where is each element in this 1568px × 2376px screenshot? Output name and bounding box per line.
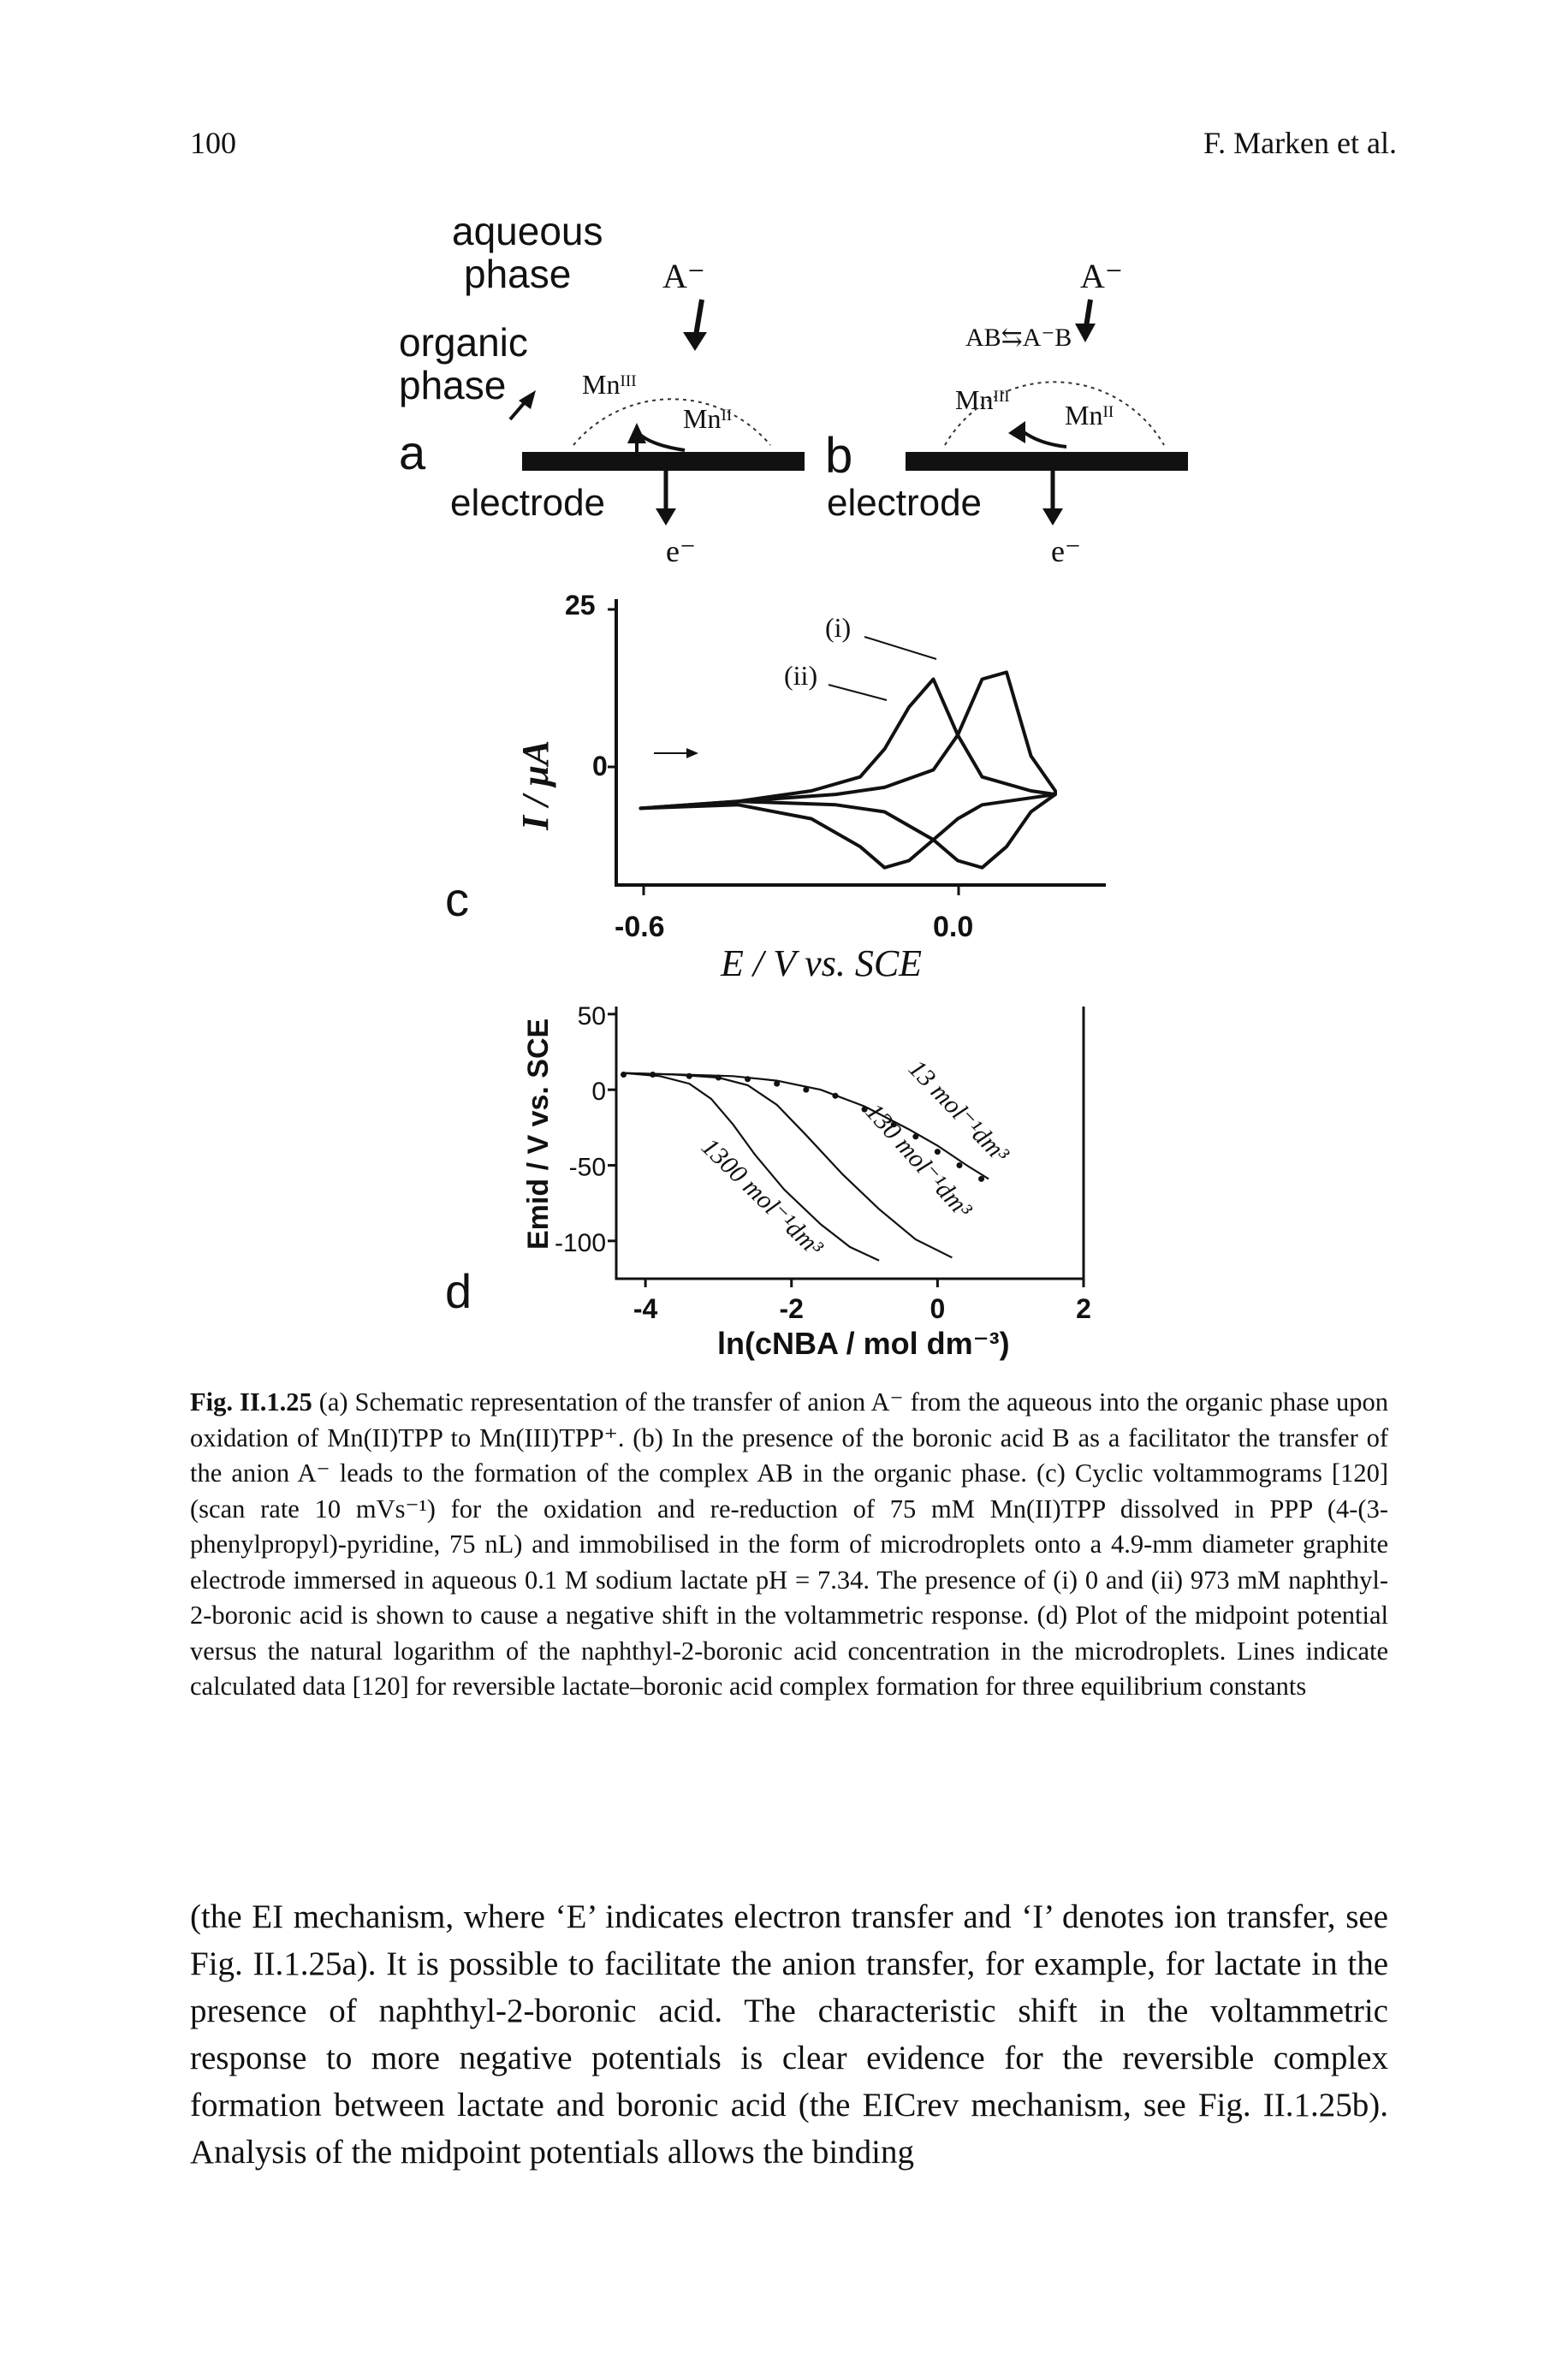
panel-b-label: b (825, 428, 852, 484)
panel-c-label: c (445, 872, 469, 926)
xtick-00: 0.0 (933, 911, 973, 943)
data-point (745, 1076, 751, 1083)
panel-c: c 25 0 -0.6 0.0 E / V vs. SCE I / μA (i)… (445, 590, 1106, 984)
data-point (861, 1106, 868, 1113)
data-point (686, 1072, 692, 1079)
electrode-label-a: electrode (450, 482, 605, 524)
panel-d-xticks: -4 -2 0 2 (633, 1279, 1091, 1324)
curve-label-i: (i) (825, 612, 851, 643)
panel-a-label: a (399, 425, 426, 479)
calc-line-1 (623, 1072, 989, 1180)
ytick-label: 50 (578, 1002, 606, 1031)
xtick-label: -2 (780, 1293, 804, 1324)
cv-series-1 (638, 670, 1057, 870)
data-point (650, 1072, 656, 1078)
xtick-label: 2 (1076, 1293, 1091, 1324)
ytick-label: -50 (569, 1154, 606, 1182)
redox-arrow-b (1017, 426, 1067, 448)
data-point (803, 1086, 810, 1093)
xtick-neg06: -0.6 (615, 911, 665, 943)
data-point (934, 1149, 941, 1155)
electrode-label-b: electrode (827, 482, 982, 524)
data-point (774, 1080, 781, 1087)
panel-d-yticks: 50 0 -50 -100 (555, 1002, 616, 1257)
mn2-label-b: Mnᴵᴵ (1065, 400, 1114, 431)
figure: aqueous phase organic phase a electrode … (399, 209, 1188, 1361)
electrode-bar-b (906, 452, 1188, 471)
data-point (890, 1121, 897, 1128)
data-point (978, 1175, 985, 1182)
anion-arrowhead-a (683, 332, 707, 351)
panel-d-xlabel: ln(cNBA / mol dm⁻³) (717, 1326, 1010, 1361)
phase-label-1: phase (464, 252, 571, 296)
cv-series-2 (638, 677, 1057, 870)
ytick-label: -100 (555, 1229, 606, 1257)
ytick-label: 0 (591, 1078, 606, 1106)
panel-d-curves (621, 1072, 989, 1262)
data-point (715, 1074, 722, 1081)
body-paragraph: (the EI mechanism, where ‘E’ indicates e… (190, 1898, 1388, 2171)
panel-a: aqueous phase organic phase a electrode … (399, 209, 805, 568)
panel-d-axes (615, 1007, 1085, 1280)
data-point (956, 1162, 963, 1168)
data-point (832, 1092, 839, 1099)
calc-line-2 (623, 1072, 953, 1259)
curve-label-ii: (ii) (784, 660, 817, 691)
organic-label: organic (399, 320, 528, 365)
aqueous-label: aqueous (452, 209, 603, 253)
panel-d-label: d (445, 1264, 472, 1318)
ytick-0: 0 (592, 751, 608, 781)
droplet-b (944, 381, 1165, 446)
xtick-label: 0 (930, 1293, 945, 1324)
page-number: 100 (190, 126, 236, 160)
figure-number: Fig. II.1.25 (190, 1387, 312, 1417)
caption-text: (a) Schematic representation of the tran… (190, 1387, 1389, 1701)
anion-label-b: A⁻ (1080, 257, 1123, 295)
running-head: F. Marken et al. (1203, 126, 1397, 160)
electron-label-a: e⁻ (666, 534, 696, 568)
panel-c-axes (615, 599, 1106, 887)
data-point (912, 1133, 919, 1140)
complex-label-b: AB⇆A⁻B (965, 324, 1072, 352)
electrode-bar-a (522, 452, 805, 471)
mn2-label-a: Mnᴵᴵ (683, 403, 732, 434)
calc-line-3 (623, 1072, 880, 1262)
droplet-a (573, 398, 771, 446)
line-label-1300: 1300 mol⁻¹dm³ (696, 1132, 829, 1262)
mn3-label-a: Mnᴵᴵᴵ (582, 369, 637, 400)
cv-curves (638, 670, 1057, 870)
panel-d-ylabel: Emid / V vs. SCE (522, 1019, 555, 1250)
panel-b: b electrode A⁻ AB⇆A⁻B Mnᴵᴵᴵ Mnᴵᴵ e⁻ (825, 257, 1188, 568)
anion-label-a: A⁻ (662, 257, 705, 295)
electron-label-b: e⁻ (1051, 534, 1081, 568)
mn3-label-b: Mnᴵᴵᴵ (955, 384, 1010, 415)
panel-c-xlabel: E / V vs. SCE (720, 942, 922, 984)
phase-label-2: phase (399, 363, 506, 407)
data-point (621, 1072, 627, 1078)
ytick-25: 25 (565, 590, 596, 621)
panel-c-ylabel: I / μA (514, 740, 556, 831)
xtick-label: -4 (633, 1293, 658, 1324)
figure-caption: Fig. II.1.25 (a) Schematic representatio… (190, 1385, 1388, 1705)
